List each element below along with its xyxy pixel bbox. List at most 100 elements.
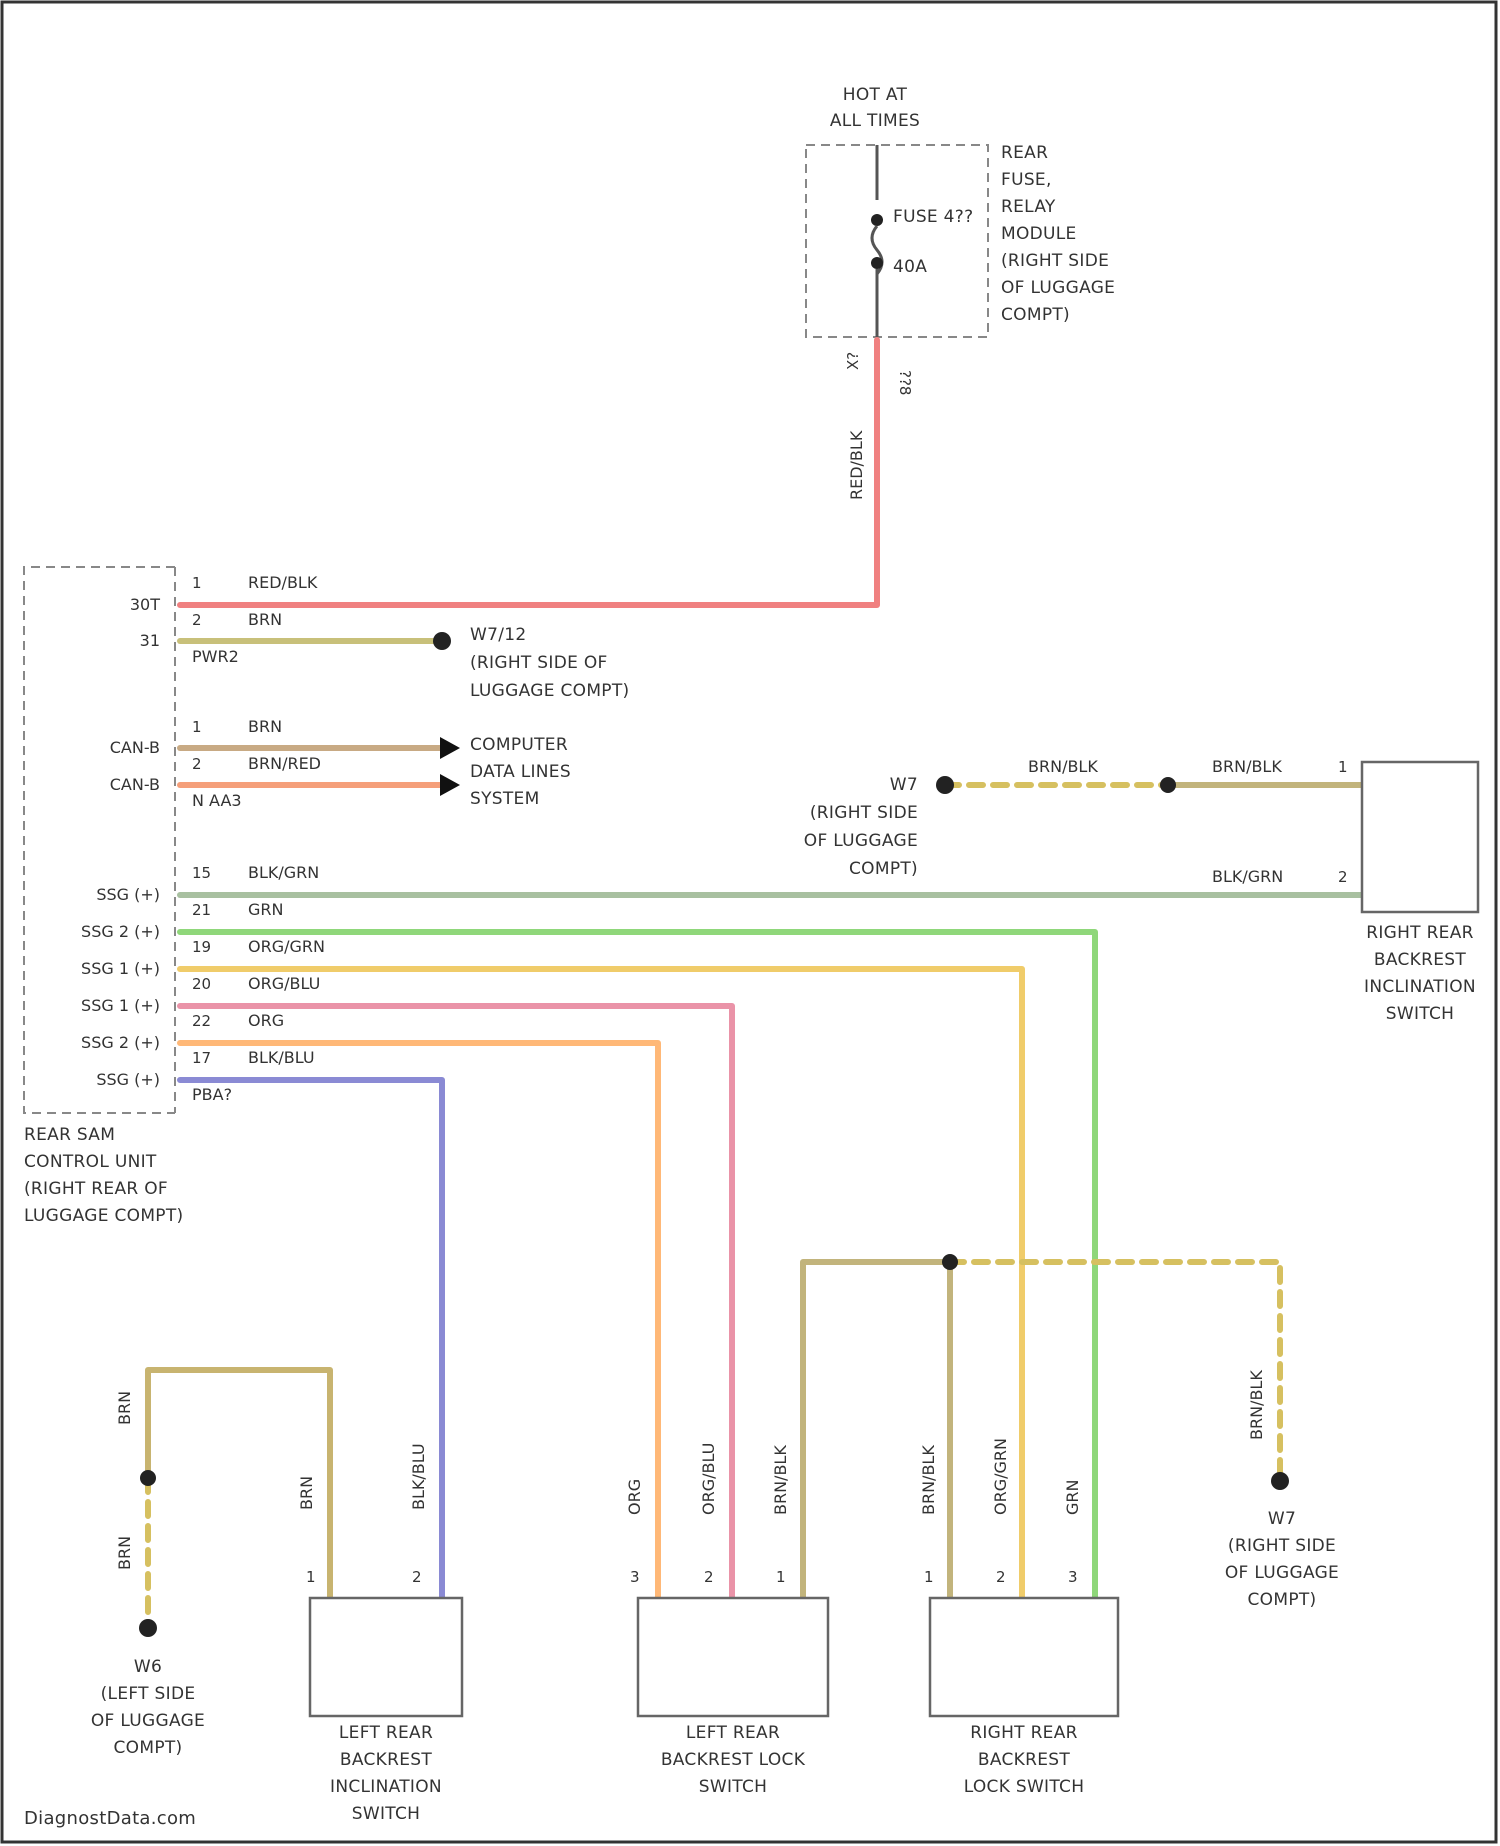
cu-wire-can-brn-red: BRN/RED [248,754,321,773]
hot-label-line2: ALL TIMES [830,111,920,131]
ground-w7-mid-name: W7 [890,775,918,795]
sw2-wire-2: ORG/BLU [699,1443,718,1515]
fuse-terminal-bottom [871,257,883,269]
left-ground-wire-upper: BRN [115,1391,134,1425]
fuse-module-frame [806,145,988,337]
sw1-name-3: INCLINATION [330,1777,442,1797]
ground-w7-mid-wire-b: BRN/BLK [1212,757,1282,776]
sw2-pin-3: 3 [630,1568,640,1586]
ground-w7-bottom-dot [1271,1472,1289,1490]
sw3-wire-1: BRN/BLK [919,1445,938,1515]
cu-name-line-4: LUGGAGE COMPT) [24,1206,183,1226]
sw2-name-2: BACKREST LOCK [661,1750,806,1770]
cu-side-ssg2-1: SSG 2 (+) [81,922,160,941]
right-switch-name-2: BACKREST [1374,950,1466,970]
cu-wire-grn: GRN [248,900,283,919]
fuse-box-line-2: FUSE, [1001,170,1052,190]
cu-side-ssg-2: SSG (+) [96,1070,160,1089]
fuse-box-line-6: OF LUGGAGE [1001,278,1115,298]
ground-w7-mid-wire-a: BRN/BLK [1028,757,1098,776]
control-unit-side-labels: 30T 31 CAN-B CAN-B SSG (+) SSG 2 (+) SSG… [81,595,160,1089]
right-switch-name-1: RIGHT REAR [1366,923,1474,943]
sw3-name-3: LOCK SWITCH [964,1777,1085,1797]
ground-w12-desc-1: (RIGHT SIDE OF [470,653,608,673]
left-ground-desc-2: OF LUGGAGE [91,1711,205,1731]
cu-wire-red-blk: RED/BLK [248,573,318,592]
cu-side-ssg2-2: SSG 2 (+) [81,1033,160,1052]
wire-brn-blk-sw2 [803,1262,950,1598]
computer-line-2: DATA LINES [470,762,571,782]
cu-pin-1: 1 [192,574,202,592]
sw2-wire-1: ORG [625,1479,644,1515]
sw1-pin-2: 2 [412,1568,422,1586]
right-switch-name-3: INCLINATION [1364,977,1476,997]
left-ground-name: W6 [134,1657,162,1677]
sw3-name-1: RIGHT REAR [970,1723,1078,1743]
left-rear-lock-switch-box [638,1598,828,1716]
ground-w12-desc-2: LUGGAGE COMPT) [470,681,629,701]
right-ground-desc-1: (RIGHT SIDE [1228,1536,1336,1556]
ground-w12-name: W7/12 [470,625,526,645]
sw3-pin-2: 2 [996,1568,1006,1586]
cu-wire-org-grn: ORG/GRN [248,937,325,956]
right-ground-wire: BRN/BLK [1247,1370,1266,1440]
cu-side-31: 31 [140,631,160,650]
sw1-name-1: LEFT REAR [339,1723,433,1743]
wire-org-blu [180,1006,732,1598]
cu-side-can-b-2: CAN-B [110,775,160,794]
sw2-name-3: SWITCH [699,1777,767,1797]
fuse-wire-label: RED/BLK [847,430,866,500]
splice-left-dot [140,1470,156,1486]
fuse-box-line-3: RELAY [1001,197,1056,217]
cu-name-line-1: REAR SAM [24,1125,115,1145]
sw1-name-4: SWITCH [352,1804,420,1824]
cu-pin-8: 21 [192,901,211,919]
fuse-box-line-7: COMPT) [1001,305,1070,325]
cu-pin-9: 19 [192,938,211,956]
cu-side-can-b-1: CAN-B [110,738,160,757]
cu-wire-can-brn: BRN [248,717,282,736]
right-switch-pin1: 1 [1338,758,1348,776]
sw2-pin-2: 2 [704,1568,714,1586]
sw3-wire-3: GRN [1063,1480,1082,1515]
control-unit-name: REAR SAM CONTROL UNIT (RIGHT REAR OF LUG… [24,1125,183,1226]
cu-wire-pba: PBA? [192,1085,232,1104]
cu-wire-brn: BRN [248,610,282,629]
wire-org [180,1043,658,1598]
right-switch-pin2: 2 [1338,868,1348,886]
computer-line-1: COMPUTER [470,735,568,755]
sw3-wire-2: ORG/GRN [991,1438,1010,1515]
watermark: DiagnostData.com [24,1808,196,1829]
sw2-pin-1: 1 [776,1568,786,1586]
cu-wire-pwr2: PWR2 [192,647,239,666]
sw2-name-1: LEFT REAR [686,1723,780,1743]
left-ground-wire-lower: BRN [115,1536,134,1570]
fuse-box-line-1: REAR [1001,143,1048,163]
cu-wire-blk-grn: BLK/GRN [248,863,319,882]
ground-w7-mid-desc-2: OF LUGGAGE [804,831,918,851]
fuse-label: FUSE 4?? [893,207,973,227]
cu-side-ssg-1: SSG (+) [96,885,160,904]
cu-pin-10: 20 [192,975,211,993]
cu-wire-naa3: N AA3 [192,791,242,810]
can-arrow-1-icon [440,737,460,759]
cu-name-line-2: CONTROL UNIT [24,1152,157,1172]
left-rear-inclination-switch-box [310,1598,462,1716]
splice-mid-dot [1160,777,1176,793]
ground-w12-dot [433,632,451,650]
cu-wire-blk-blu: BLK/BLU [248,1048,315,1067]
cu-side-ssg1-2: SSG 1 (+) [81,996,160,1015]
cu-pin-2: 2 [192,611,202,629]
cu-name-line-3: (RIGHT REAR OF [24,1179,168,1199]
fuse-pin-left: X? [844,352,862,370]
right-ground-name: W7 [1268,1509,1296,1529]
sw2-wire-3: BRN/BLK [771,1445,790,1515]
fuse-box-name: REAR FUSE, RELAY MODULE (RIGHT SIDE OF L… [1001,143,1115,325]
wire-blk-blu [180,1080,442,1598]
right-switch-name-4: SWITCH [1386,1004,1454,1024]
splice-bottom-dot [942,1254,958,1270]
hot-label-line1: HOT AT [843,85,908,105]
cu-pin-11: 22 [192,1012,211,1030]
cu-pin-4: 1 [192,718,202,736]
